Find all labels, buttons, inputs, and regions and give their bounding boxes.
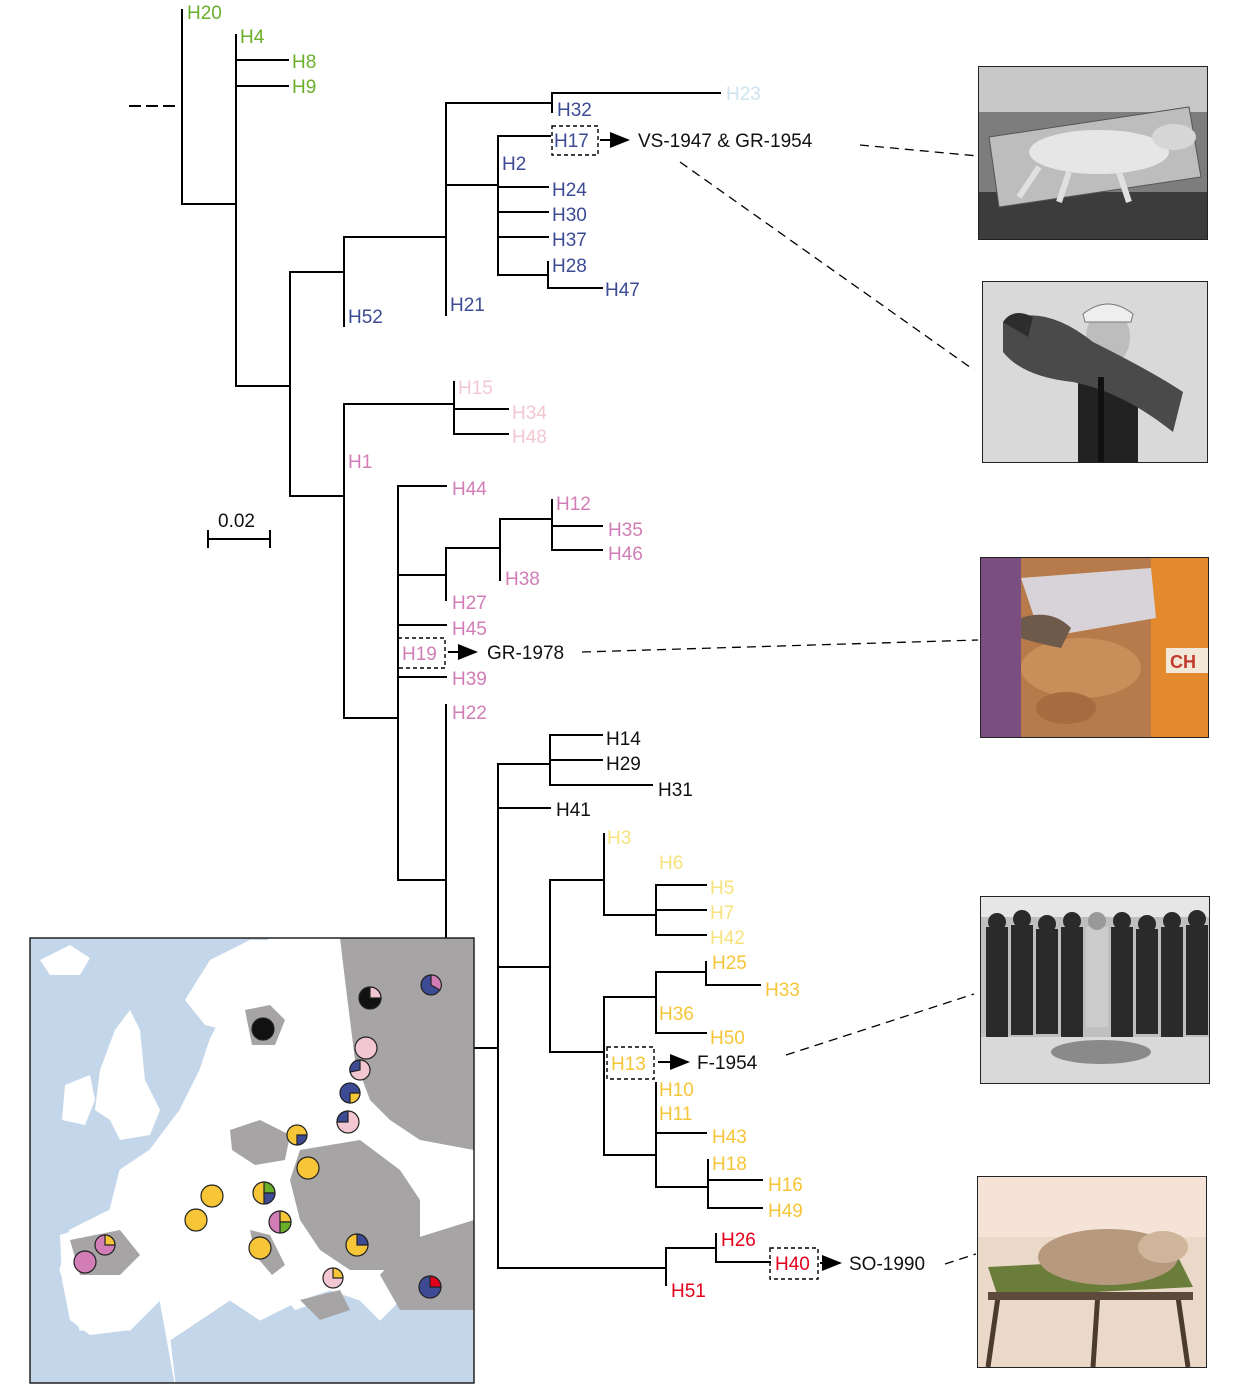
connector-line-photo2: [679, 161, 975, 371]
haplotype-label-h42: H42: [710, 928, 745, 949]
haplotype-label-h24: H24: [552, 180, 587, 201]
haplotype-label-h22: H22: [452, 703, 487, 724]
haplotype-label-h32: H32: [557, 100, 592, 121]
haplotype-label-h23: H23: [726, 84, 761, 105]
connector-line-photo4: [785, 993, 975, 1056]
haplotype-label-h52: H52: [348, 307, 383, 328]
haplotype-label-h36: H36: [659, 1004, 694, 1025]
haplotype-label-h44: H44: [452, 479, 487, 500]
h40-highlight-box: [769, 1247, 819, 1280]
map-pie-croatia: [268, 1210, 292, 1234]
haplotype-label-h31: H31: [658, 780, 693, 801]
haplotype-label-h25: H25: [712, 953, 747, 974]
specimen-label-f-1954: F-1954: [697, 1053, 758, 1074]
map-pie-finland: [358, 986, 382, 1010]
europe-map-inset: [29, 937, 475, 1384]
map-pie-turkey: [418, 1275, 442, 1299]
haplotype-label-h40: H40: [775, 1254, 810, 1275]
h19-highlight-box: [397, 637, 446, 669]
map-pie-alps-east: [252, 1181, 276, 1205]
haplotype-label-h16: H16: [768, 1175, 803, 1196]
haplotype-label-h18: H18: [712, 1154, 747, 1175]
specimen-label-so-1990: SO-1990: [849, 1254, 925, 1275]
map-pie-lithuania: [339, 1082, 361, 1104]
specimen-label-gr-1978: GR-1978: [487, 643, 564, 664]
connector-line-photo5: [944, 1253, 977, 1265]
haplotype-label-h41: H41: [556, 800, 591, 821]
haplotype-label-h46: H46: [608, 544, 643, 565]
map-pie-latvia: [349, 1059, 371, 1081]
haplotype-label-h27: H27: [452, 593, 487, 614]
haplotype-label-h28: H28: [552, 256, 587, 277]
haplotype-label-h9: H9: [292, 77, 316, 98]
connector-line-photo3: [581, 639, 979, 653]
h17-highlight-box: [551, 125, 599, 156]
map-pie-karelia: [420, 974, 442, 996]
map-pie-estonia: [354, 1036, 378, 1060]
haplotype-label-h3: H3: [607, 828, 631, 849]
haplotype-label-h6: H6: [659, 853, 683, 874]
map-pie-slovakia: [296, 1156, 320, 1180]
haplotype-label-h21: H21: [450, 295, 485, 316]
map-pie-alps-west: [200, 1184, 224, 1208]
map-pie-spain-west: [73, 1250, 97, 1274]
haplotype-label-h11: H11: [659, 1104, 692, 1125]
haplotype-label-h20: H20: [187, 3, 222, 24]
haplotype-label-h43: H43: [712, 1127, 747, 1148]
photo-crowd-with-wolf: [980, 896, 1210, 1084]
haplotype-label-h50: H50: [710, 1028, 745, 1049]
haplotype-label-h15: H15: [458, 378, 493, 399]
haplotype-label-h19: H19: [402, 644, 437, 665]
haplotype-label-h1: H1: [348, 452, 372, 473]
haplotype-label-h34: H34: [512, 403, 547, 424]
haplotype-label-h51: H51: [671, 1281, 706, 1302]
haplotype-label-h29: H29: [606, 754, 641, 775]
haplotype-label-h38: H38: [505, 569, 540, 590]
map-pie-poland: [286, 1124, 308, 1146]
haplotype-label-h26: H26: [721, 1230, 756, 1251]
connector-line-photo1: [859, 144, 979, 157]
scale-bar-label: 0.02: [218, 511, 255, 532]
haplotype-label-h17: H17: [554, 131, 589, 152]
map-pie-sweden: [251, 1017, 275, 1041]
map-pie-spain-north: [94, 1234, 116, 1256]
haplotype-label-h8: H8: [292, 52, 316, 73]
map-pie-france: [184, 1208, 208, 1232]
map-pie-bulgaria: [345, 1233, 369, 1257]
photo-stuffed-wolf-on-table: [977, 1176, 1207, 1368]
scale-bar: [207, 530, 271, 548]
map-pie-belarus: [336, 1110, 360, 1134]
photo-man-carrying-wolf: [982, 281, 1208, 463]
h13-highlight-box: [606, 1046, 655, 1080]
photo-wolf-in-truck: CH: [980, 557, 1209, 738]
map-pie-italy: [248, 1236, 272, 1260]
map-pie-greece: [322, 1267, 344, 1289]
photo-wolf-on-plank: [978, 66, 1208, 240]
haplotype-label-h33: H33: [765, 980, 800, 1001]
haplotype-label-h7: H7: [710, 903, 734, 924]
haplotype-label-h48: H48: [512, 427, 547, 448]
haplotype-label-h4: H4: [240, 27, 265, 48]
specimen-label-vs-gr: VS-1947 & GR-1954: [638, 131, 813, 152]
haplotype-label-h47: H47: [605, 280, 640, 301]
haplotype-label-h45: H45: [452, 619, 487, 640]
haplotype-label-h30: H30: [552, 205, 587, 226]
haplotype-label-h35: H35: [608, 520, 643, 541]
haplotype-label-h14: H14: [606, 729, 641, 750]
haplotype-label-h10: H10: [659, 1080, 694, 1101]
haplotype-label-h13: H13: [611, 1054, 646, 1075]
haplotype-label-h37: H37: [552, 230, 587, 251]
truck-sign-text: CH: [1170, 652, 1196, 672]
haplotype-label-h49: H49: [768, 1201, 803, 1222]
haplotype-label-h2: H2: [502, 154, 526, 175]
haplotype-label-h12: H12: [556, 494, 591, 515]
haplotype-label-h39: H39: [452, 669, 487, 690]
haplotype-label-h5: H5: [710, 878, 734, 899]
